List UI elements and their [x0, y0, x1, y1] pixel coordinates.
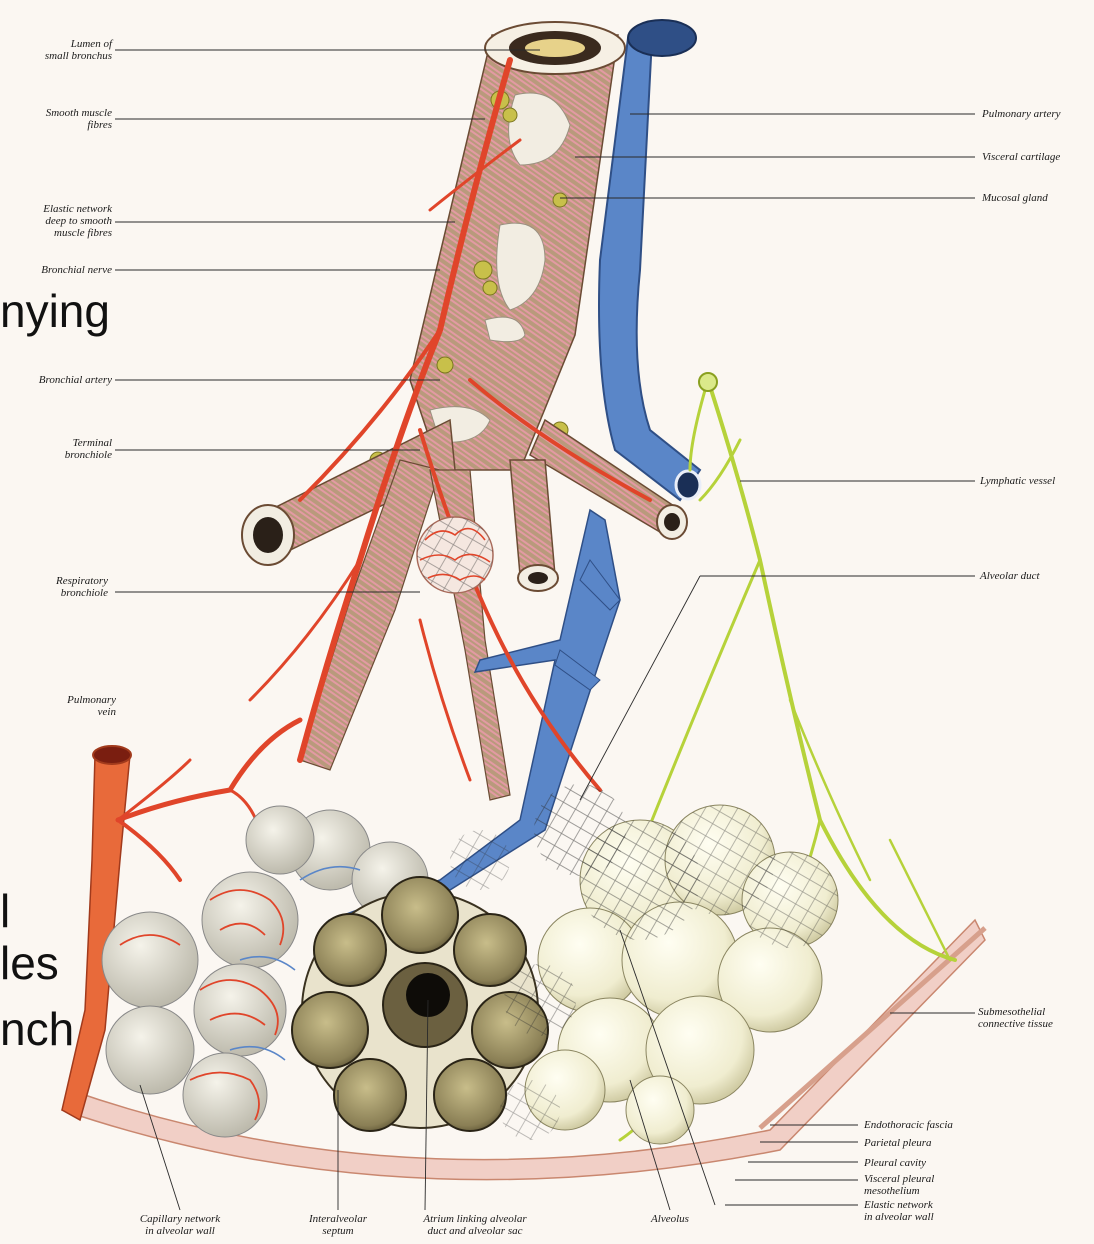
label-mucosal-gland: Mucosal gland [982, 192, 1094, 204]
label-terminal-bronchiole: Terminal bronchiole [0, 437, 112, 461]
label-pulmonary-artery: Pulmonary artery [982, 108, 1094, 120]
label-alveolar-duct: Alveolar duct [980, 570, 1092, 582]
label-lymphatic-vessel: Lymphatic vessel [980, 475, 1094, 487]
label-smooth-muscle: Smooth muscle fibres [0, 107, 112, 131]
label-atrium: Atrium linking alveolar duct and alveola… [390, 1213, 560, 1237]
slide-text-fragment: nch [0, 1006, 74, 1052]
label-visceral-cartilage: Visceral cartilage [982, 151, 1094, 163]
label-capillary-network: Capillary network in alveolar wall [110, 1213, 250, 1237]
label-parietal-pleura: Parietal pleura [864, 1137, 994, 1149]
label-elastic-network: Elastic network deep to smooth muscle fi… [0, 203, 112, 239]
label-alveolus: Alveolus [625, 1213, 715, 1225]
label-lumen: Lumen of small bronchus [0, 38, 112, 62]
label-pulmonary-vein: Pulmonary vein [0, 694, 116, 718]
slide-text-fragment: nying [0, 288, 110, 334]
label-endothoracic-fascia: Endothoracic fascia [864, 1119, 994, 1131]
label-interalveolar-septum: Interalveolar septum [283, 1213, 393, 1237]
pulmonary-artery [599, 34, 700, 500]
slide-text-fragment: les [0, 940, 59, 986]
label-visceral-pleural: Visceral pleural mesothelium [864, 1173, 994, 1197]
label-respiratory-bronchiole: Respiratory bronchiole [0, 575, 108, 599]
label-submesothelial: Submesothelial connective tissue [978, 1006, 1094, 1030]
label-elastic-alveolar: Elastic network in alveolar wall [864, 1199, 994, 1223]
label-bronchial-nerve: Bronchial nerve [0, 264, 112, 276]
label-bronchial-artery: Bronchial artery [0, 374, 112, 386]
label-pleural-cavity: Pleural cavity [864, 1157, 994, 1169]
slide-text-fragment: l [0, 888, 10, 934]
